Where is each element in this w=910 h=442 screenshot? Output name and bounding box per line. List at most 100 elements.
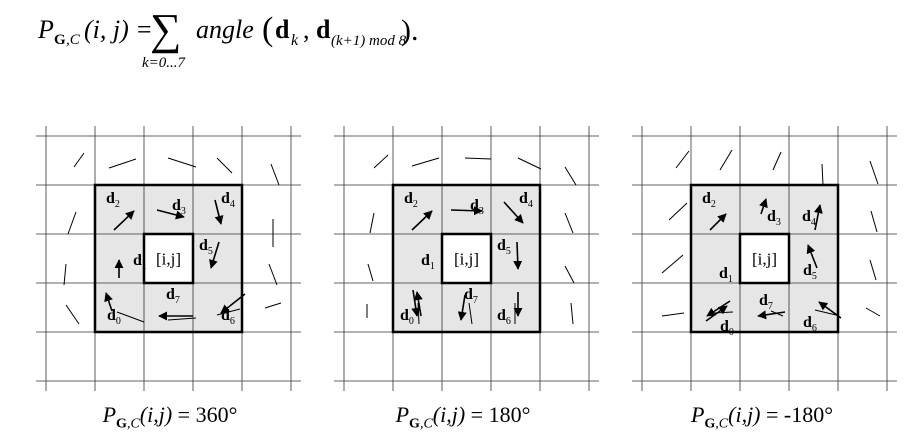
orientation-line [63, 263, 67, 286]
panel-2-caption: PG,C(i,j) = 180° [333, 400, 593, 439]
arrow-d3 [156, 209, 185, 220]
formula-comma: , [303, 15, 310, 44]
panel-1-caption: PG,C(i,j) = 360° [40, 400, 300, 439]
label-d4: d4 [221, 190, 235, 210]
caption-value: = -180° [760, 402, 834, 427]
center-cell [142, 232, 195, 285]
label-d5: d5 [199, 237, 213, 257]
formula-sub-C: ,C [66, 32, 81, 48]
formula-tail: ). [401, 14, 419, 47]
label-d2: d2 [702, 190, 716, 210]
arrow-d0 [104, 292, 113, 312]
label-d7: d7 [166, 286, 180, 306]
formula-d1-sub: k [291, 32, 299, 49]
arrow-d4 [503, 201, 524, 224]
label-d5: d5 [803, 262, 817, 282]
label-d2: d2 [106, 190, 120, 210]
caption-sub-G: G [116, 416, 127, 432]
caption-args: (i,j) [728, 402, 761, 427]
label-d2: d2 [404, 190, 418, 210]
panel-3-caption: PG,C(i,j) = -180° [632, 400, 892, 439]
arrow-d5 [806, 244, 818, 269]
arrow-d0 [411, 289, 421, 317]
arrow-d3 [759, 198, 768, 215]
center-label: [i,j] [454, 250, 479, 269]
arrow-d7 [457, 294, 467, 321]
arrow-d1 [413, 291, 423, 317]
formula-open-paren: ( [262, 11, 273, 48]
label-d3: d3 [767, 208, 781, 228]
orientation-line [661, 312, 685, 317]
neighborhood-border [93, 183, 244, 334]
orientation-line [719, 149, 733, 171]
label-d1: d1 [133, 252, 147, 272]
caption-P: P [395, 402, 410, 427]
formula-P: P [37, 15, 54, 44]
label-d6: d6 [221, 307, 235, 327]
label-d7: d7 [759, 292, 773, 312]
orientation-line [814, 309, 837, 316]
orientation-line [268, 263, 278, 286]
arrow-d3 [450, 206, 483, 216]
orientation-line [564, 212, 574, 234]
formula-sum-symbol: ∑ [150, 5, 181, 54]
orientation-line [367, 263, 374, 282]
label-d0: d0 [107, 307, 121, 327]
caption-sub-C: ,C [126, 416, 140, 432]
arrow-d5 [209, 241, 220, 269]
orientation-line [564, 265, 575, 284]
orientation-line [668, 202, 688, 221]
orientation-line [270, 163, 280, 186]
orientation-line [108, 158, 137, 169]
center-label: [i,j] [156, 250, 181, 269]
orientation-line [167, 317, 197, 321]
orientation-line [869, 160, 879, 185]
formula-func: angle [196, 15, 254, 44]
formula-sub-G: G [54, 32, 66, 48]
arrow-d0 [705, 305, 728, 322]
caption-args: (i,j) [432, 402, 466, 427]
orientation-line [116, 311, 145, 323]
arrow-d5 [513, 241, 523, 270]
arrow-d6 [818, 301, 842, 319]
arrow-d2 [411, 210, 433, 231]
label-d0: d0 [400, 307, 414, 327]
orientation-line [65, 304, 80, 325]
orientation-line [570, 302, 574, 325]
caption-sub-G: G [409, 416, 420, 432]
caption-value: = 180° [465, 402, 531, 427]
formula-d1: d [275, 15, 290, 44]
orientation-line [411, 157, 440, 167]
orientation-line [369, 212, 375, 234]
arrow-d6 [220, 293, 246, 314]
label-d1: d1 [421, 252, 435, 272]
formula-d2: d [316, 15, 331, 44]
center-cell [738, 232, 791, 285]
orientation-line [517, 157, 542, 170]
center-label: [i,j] [752, 250, 777, 269]
orientation-line [468, 302, 473, 325]
label-d4: d4 [802, 208, 816, 228]
arrow-d4 [813, 204, 823, 231]
orientation-line [264, 302, 282, 309]
label-d4: d4 [519, 190, 533, 210]
label-d1: d1 [719, 265, 733, 285]
orientation-line [675, 150, 690, 169]
caption-P: P [690, 402, 705, 427]
caption-sub-C: ,C [715, 416, 729, 432]
orientation-line [464, 157, 492, 160]
label-d5: d5 [497, 237, 511, 257]
orientation-line [661, 254, 684, 274]
label-d3: d3 [470, 197, 484, 217]
caption-args: (i,j) [139, 402, 173, 427]
orientation-line [564, 166, 577, 186]
orientation-line [865, 307, 881, 317]
orientation-line [73, 152, 85, 168]
neighborhood-border [391, 183, 542, 334]
label-d0: d0 [720, 318, 734, 338]
